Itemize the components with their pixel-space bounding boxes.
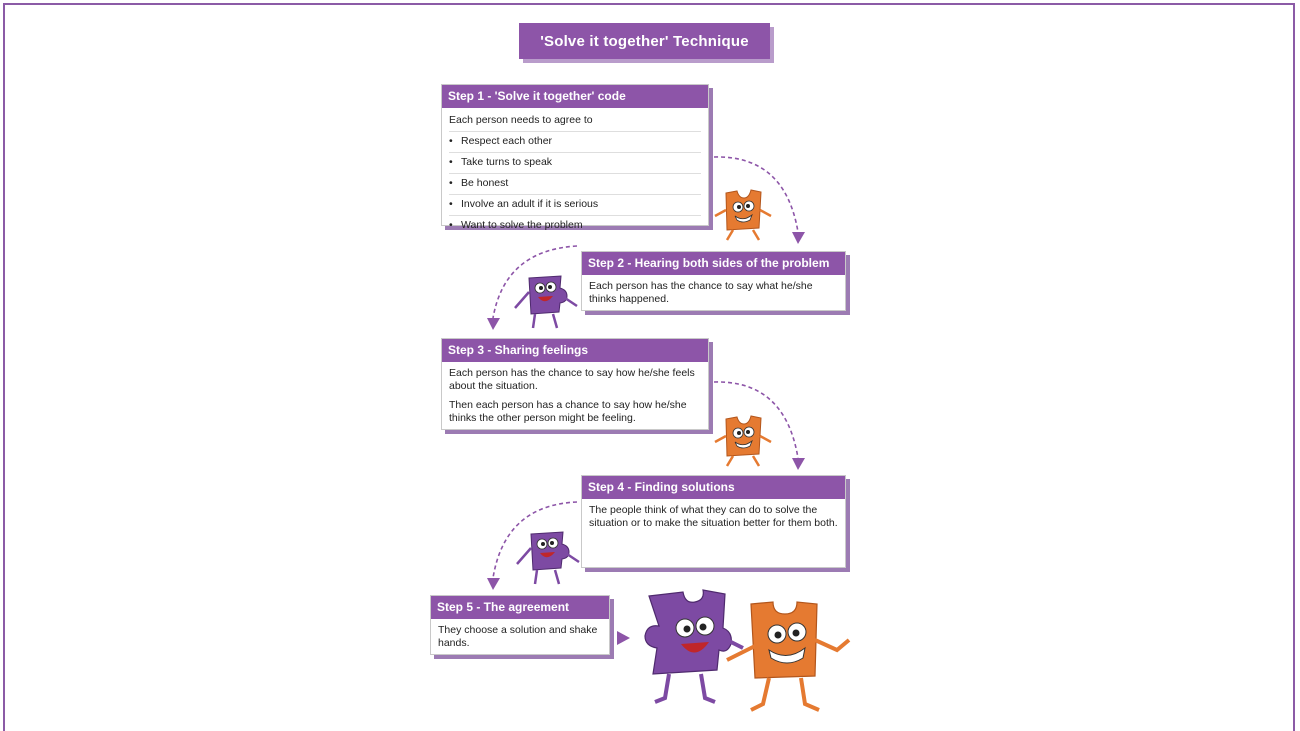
arrowhead-icon [487, 578, 500, 590]
arrow-step4-to-step5 [492, 501, 578, 579]
step-4-text: The people think of what they can do to … [589, 504, 838, 529]
step-1-card: Step 1 - 'Solve it together' code Each p… [441, 84, 709, 231]
step-5-heading: Step 5 - The agreement [431, 596, 609, 619]
step-2-heading: Step 2 - Hearing both sides of the probl… [582, 252, 845, 275]
step-2-card: Step 2 - Hearing both sides of the probl… [581, 251, 846, 311]
step-3-text-2: Then each person has a chance to say how… [449, 399, 687, 424]
orange-puzzle-character-icon [714, 415, 772, 467]
handshake-characters-icon [644, 589, 851, 712]
arrowhead-icon [617, 631, 630, 645]
step-4-heading: Step 4 - Finding solutions [582, 476, 845, 499]
purple-puzzle-character-icon [514, 275, 578, 329]
orange-puzzle-character-icon [714, 189, 772, 241]
page-frame [3, 3, 1295, 731]
step-5-text: They choose a solution and shake hands. [438, 624, 598, 649]
arrowhead-icon [487, 318, 500, 330]
arrow-step1-to-step2 [713, 156, 799, 233]
arrowhead-icon [792, 458, 805, 470]
step-1-heading: Step 1 - 'Solve it together' code [442, 85, 708, 108]
page-title: 'Solve it together' Technique [519, 23, 770, 59]
step-5-card: Step 5 - The agreement They choose a sol… [430, 595, 610, 655]
purple-puzzle-character-icon [516, 531, 580, 585]
arrowhead-icon [792, 232, 805, 244]
step-3-card: Step 3 - Sharing feelings Each person ha… [441, 338, 709, 430]
arrow-step3-to-step4 [713, 381, 799, 459]
step-4-card: Step 4 - Finding solutions The people th… [581, 475, 846, 568]
step-2-text: Each person has the chance to say what h… [589, 280, 813, 305]
arrow-step2-to-step3 [492, 245, 578, 319]
step-1-bullet: Want to solve the problem [449, 216, 701, 236]
step-3-heading: Step 3 - Sharing feelings [442, 339, 708, 362]
step-3-text: Each person has the chance to say how he… [449, 367, 695, 392]
